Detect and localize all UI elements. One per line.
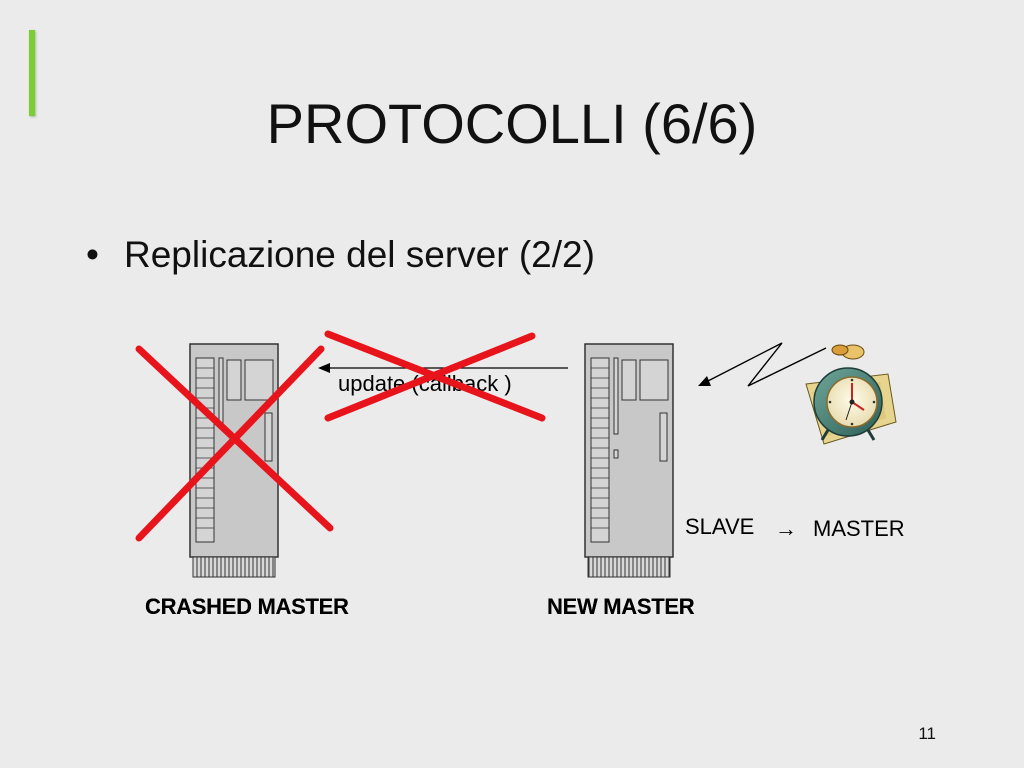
bullet-item: • Replicazione del server (2/2) bbox=[86, 236, 595, 273]
crashed-master-server-icon bbox=[189, 343, 279, 578]
slide-number: 11 bbox=[918, 724, 936, 743]
new-master-server-icon bbox=[584, 343, 674, 578]
slide-title: PROTOCOLLI (6/6) bbox=[266, 92, 758, 155]
cross-over-update-icon bbox=[324, 330, 546, 422]
crashed-master-label: CRASHED MASTER bbox=[145, 594, 349, 619]
accent-bar bbox=[29, 30, 35, 116]
transition-arrow-icon: → bbox=[775, 516, 797, 541]
new-master-label: NEW MASTER bbox=[547, 594, 695, 619]
master-label: MASTER bbox=[813, 516, 905, 541]
slave-label: SLAVE bbox=[685, 514, 755, 539]
lightning-signal-icon bbox=[698, 342, 827, 387]
bullet-text: Replicazione del server (2/2) bbox=[124, 234, 595, 275]
alarm-clock-icon bbox=[805, 344, 897, 445]
bullet-glyph: • bbox=[86, 234, 99, 275]
cross-over-crashed-server-icon bbox=[135, 345, 334, 542]
